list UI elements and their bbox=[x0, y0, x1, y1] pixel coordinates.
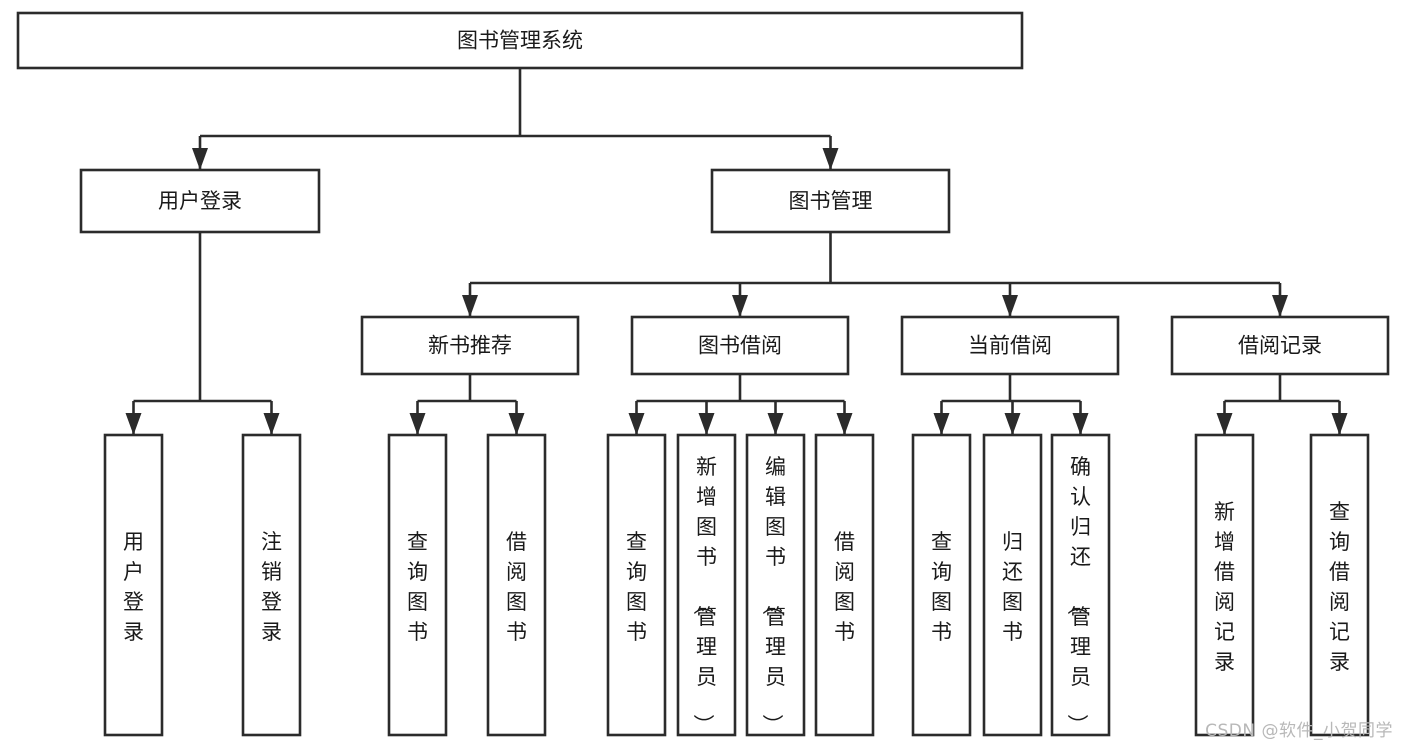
node-box-user-login bbox=[79, 168, 321, 234]
node-leaf-user-logout[interactable]: 注销登录 bbox=[241, 433, 302, 737]
arrow-head bbox=[1002, 295, 1018, 317]
arrow-head bbox=[628, 413, 645, 435]
arrow-head bbox=[698, 413, 715, 435]
node-book-manage[interactable]: 图书管理 bbox=[710, 168, 951, 234]
node-label-leaf-query-record: 查询借阅记录 bbox=[1329, 500, 1350, 674]
node-label-current-borrow: 当前借阅 bbox=[968, 334, 1052, 358]
node-label-borrow-record: 借阅记录 bbox=[1238, 334, 1322, 358]
node-box-leaf-user-logout bbox=[241, 433, 302, 737]
node-label-leaf-user-logout: 注销登录 bbox=[261, 530, 282, 644]
node-label-book-borrow: 图书借阅 bbox=[698, 334, 782, 358]
node-label-leaf-query-book-2: 查询图书 bbox=[626, 530, 647, 644]
arrow-head bbox=[933, 413, 950, 435]
node-label-leaf-user-login: 用户登录 bbox=[123, 530, 144, 644]
node-box-book-borrow bbox=[630, 315, 850, 376]
node-box-leaf-return-book bbox=[982, 433, 1043, 737]
node-label-leaf-return-book: 归还图书 bbox=[1002, 530, 1023, 644]
arrow-head bbox=[732, 295, 748, 317]
node-label-leaf-query-book-3: 查询图书 bbox=[931, 530, 952, 644]
node-leaf-confirm-return[interactable]: 确认归还（管理员） bbox=[1050, 433, 1111, 737]
node-label-leaf-query-book-1: 查询图书 bbox=[407, 530, 428, 644]
edge-edge-ul-to-leaves bbox=[125, 232, 280, 435]
node-box-book-manage bbox=[710, 168, 951, 234]
arrow-head bbox=[836, 413, 853, 435]
node-box-leaf-query-record bbox=[1309, 433, 1370, 737]
node-box-root bbox=[16, 11, 1024, 70]
node-label-leaf-add-record: 新增借阅记录 bbox=[1214, 500, 1235, 674]
node-leaf-query-book-3[interactable]: 查询图书 bbox=[911, 433, 972, 737]
edge-edge-root-to-level2 bbox=[192, 68, 839, 170]
node-label-new-book-recommend: 新书推荐 bbox=[428, 334, 512, 358]
node-box-leaf-user-login bbox=[103, 433, 164, 737]
edge-edge-bb-to-leaves bbox=[628, 374, 853, 435]
arrow-head bbox=[1004, 413, 1021, 435]
node-root[interactable]: 图书管理系统 bbox=[16, 11, 1024, 70]
node-label-leaf-edit-book: 编辑图书（管理员） bbox=[760, 455, 786, 735]
node-leaf-add-record[interactable]: 新增借阅记录 bbox=[1194, 433, 1255, 737]
edge-edge-nbr-to-leaves bbox=[409, 374, 525, 435]
connector-layer bbox=[125, 68, 1348, 435]
node-box-new-book-recommend bbox=[360, 315, 580, 376]
node-box-leaf-add-book bbox=[676, 433, 737, 737]
node-user-login[interactable]: 用户登录 bbox=[79, 168, 321, 234]
node-box-leaf-query-book-1 bbox=[387, 433, 448, 737]
arrow-head bbox=[1072, 413, 1089, 435]
arrow-head bbox=[1272, 295, 1288, 317]
node-leaf-user-login[interactable]: 用户登录 bbox=[103, 433, 164, 737]
arrow-head bbox=[462, 295, 478, 317]
node-book-borrow[interactable]: 图书借阅 bbox=[630, 315, 850, 376]
arrow-head bbox=[1216, 413, 1233, 435]
node-box-borrow-record bbox=[1170, 315, 1390, 376]
node-box-leaf-query-book-2 bbox=[606, 433, 667, 737]
node-layer: 图书管理系统用户登录图书管理新书推荐图书借阅当前借阅借阅记录用户登录注销登录查询… bbox=[16, 11, 1390, 737]
edge-edge-cb-to-leaves bbox=[933, 374, 1089, 435]
node-box-leaf-confirm-return bbox=[1050, 433, 1111, 737]
node-box-leaf-borrow-book-2 bbox=[814, 433, 875, 737]
node-new-book-recommend[interactable]: 新书推荐 bbox=[360, 315, 580, 376]
node-box-leaf-borrow-book-1 bbox=[486, 433, 547, 737]
arrow-head bbox=[125, 413, 142, 435]
node-leaf-query-record[interactable]: 查询借阅记录 bbox=[1309, 433, 1370, 737]
arrow-head bbox=[822, 148, 839, 170]
arrow-head bbox=[409, 413, 426, 435]
node-box-current-borrow bbox=[900, 315, 1120, 376]
node-leaf-query-book-1[interactable]: 查询图书 bbox=[387, 433, 448, 737]
arrow-head bbox=[192, 148, 208, 170]
edge-edge-bm-to-level3 bbox=[462, 232, 1288, 317]
node-label-leaf-confirm-return: 确认归还（管理员） bbox=[1065, 455, 1091, 735]
node-box-leaf-add-record bbox=[1194, 433, 1255, 737]
arrow-head bbox=[767, 413, 784, 435]
node-leaf-add-book[interactable]: 新增图书（管理员） bbox=[676, 433, 737, 737]
arrow-head bbox=[263, 413, 280, 435]
node-leaf-borrow-book-2[interactable]: 借阅图书 bbox=[814, 433, 875, 737]
arrow-head bbox=[1331, 413, 1348, 435]
node-label-book-manage: 图书管理 bbox=[789, 189, 873, 213]
node-box-leaf-edit-book bbox=[745, 433, 806, 737]
arrow-head bbox=[508, 413, 525, 435]
node-label-leaf-add-book: 新增图书（管理员） bbox=[691, 455, 717, 735]
edge-edge-br-to-leaves bbox=[1216, 374, 1348, 435]
node-leaf-borrow-book-1[interactable]: 借阅图书 bbox=[486, 433, 547, 737]
node-borrow-record[interactable]: 借阅记录 bbox=[1170, 315, 1390, 376]
node-label-leaf-borrow-book-2: 借阅图书 bbox=[834, 530, 855, 644]
node-leaf-edit-book[interactable]: 编辑图书（管理员） bbox=[745, 433, 806, 737]
node-leaf-query-book-2[interactable]: 查询图书 bbox=[606, 433, 667, 737]
node-leaf-return-book[interactable]: 归还图书 bbox=[982, 433, 1043, 737]
node-box-leaf-query-book-3 bbox=[911, 433, 972, 737]
node-current-borrow[interactable]: 当前借阅 bbox=[900, 315, 1120, 376]
node-label-user-login: 用户登录 bbox=[158, 189, 242, 213]
node-label-root: 图书管理系统 bbox=[457, 29, 583, 53]
node-label-leaf-borrow-book-1: 借阅图书 bbox=[506, 530, 527, 644]
